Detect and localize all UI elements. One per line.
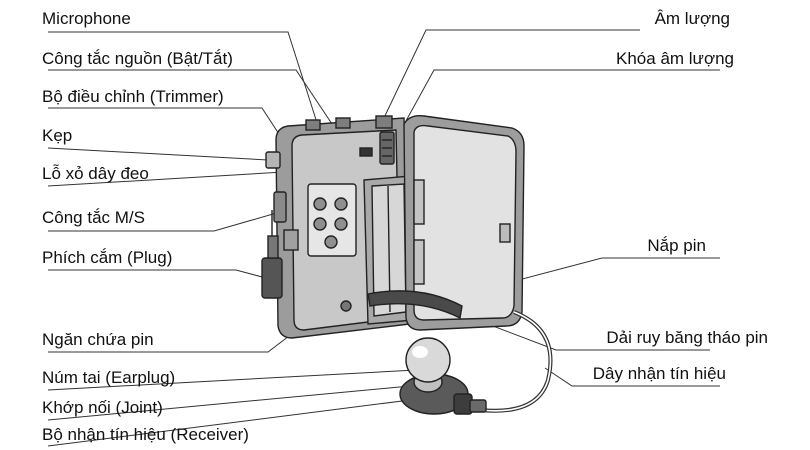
label-microphone: Microphone	[42, 9, 131, 28]
label-ms-switch: Công tắc M/S	[42, 208, 145, 227]
label-battery-compartment: Ngăn chứa pin	[42, 330, 154, 349]
battery-ribbon	[367, 290, 463, 320]
label-plug: Phích cắm (Plug)	[42, 248, 173, 267]
label-trimmer: Bộ điều chỉnh (Trimmer)	[42, 87, 224, 106]
label-strap-hole: Lỗ xỏ dây đeo	[42, 164, 149, 183]
label-clip: Kẹp	[42, 126, 73, 145]
battery-cover	[403, 114, 525, 331]
label-power-switch: Công tắc nguồn (Bật/Tắt)	[42, 49, 233, 68]
earpiece	[399, 337, 487, 415]
label-battery-ribbon: Dải ruy băng tháo pin	[606, 328, 768, 347]
label-earplug: Núm tai (Earplug)	[42, 368, 176, 387]
label-volume-lock: Khóa âm lượng	[616, 49, 734, 68]
plug	[261, 210, 283, 299]
label-battery-cover: Nắp pin	[647, 236, 706, 255]
label-receiver: Bộ nhận tín hiệu (Receiver)	[42, 425, 249, 444]
label-signal-cord: Dây nhận tín hiệu	[592, 364, 726, 383]
label-volume: Âm lượng	[654, 9, 730, 28]
label-joint: Khớp nối (Joint)	[42, 398, 163, 417]
